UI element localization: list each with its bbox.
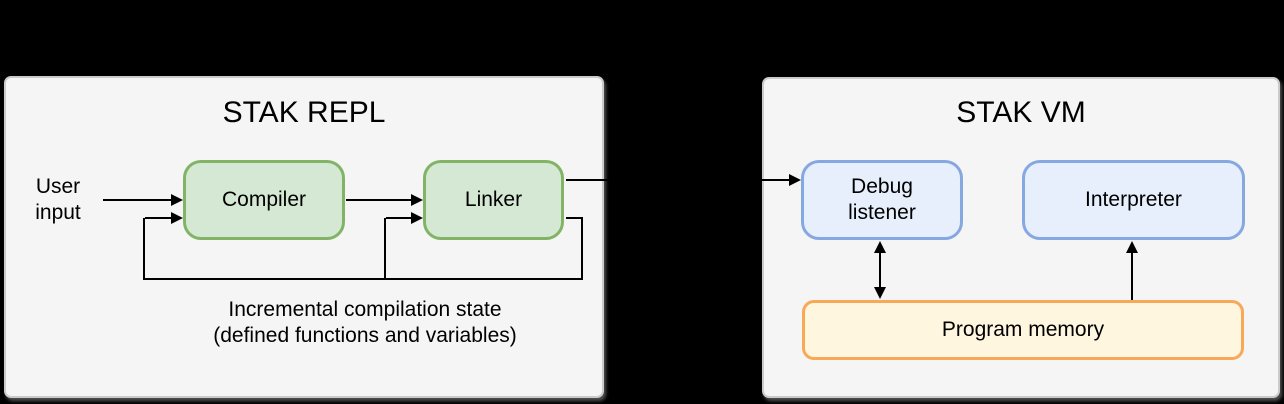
arrowhead-right-icon xyxy=(171,212,183,224)
loop-exit-segment xyxy=(566,217,583,219)
linker-node: Linker xyxy=(423,160,564,240)
interpreter-node: Interpreter xyxy=(1022,160,1245,240)
arrowhead-right-icon xyxy=(411,212,423,224)
loop-branch-vertical xyxy=(384,218,386,280)
compiler-node: Compiler xyxy=(183,160,345,240)
arrowhead-up-icon xyxy=(1126,241,1138,253)
arrow-line xyxy=(1131,251,1133,300)
debug-listener-node: Debug listener xyxy=(801,160,963,240)
loop-bottom-segment xyxy=(143,278,583,280)
program-memory-node: Program memory xyxy=(802,300,1244,360)
arrowhead-up-icon xyxy=(874,241,886,253)
arrowhead-right-icon xyxy=(171,194,183,206)
user-input-label: User input xyxy=(35,175,81,224)
arrow-line xyxy=(566,179,789,181)
arrowhead-down-icon xyxy=(874,287,886,299)
arrow-line xyxy=(103,199,171,201)
loop-right-vertical xyxy=(581,217,583,280)
arrow-line xyxy=(346,199,411,201)
arrowhead-right-icon xyxy=(411,194,423,206)
arrowhead-right-icon xyxy=(789,174,801,186)
loop-into-linker-segment xyxy=(386,217,411,219)
arrow-line xyxy=(879,251,881,289)
stak-vm-title: STAK VM xyxy=(956,96,1086,129)
loop-left-vertical xyxy=(143,218,145,280)
incremental-state-note: Incremental compilation state (defined f… xyxy=(213,298,517,347)
loop-into-compiler-segment xyxy=(145,217,171,219)
stak-repl-title: STAK REPL xyxy=(222,96,386,129)
